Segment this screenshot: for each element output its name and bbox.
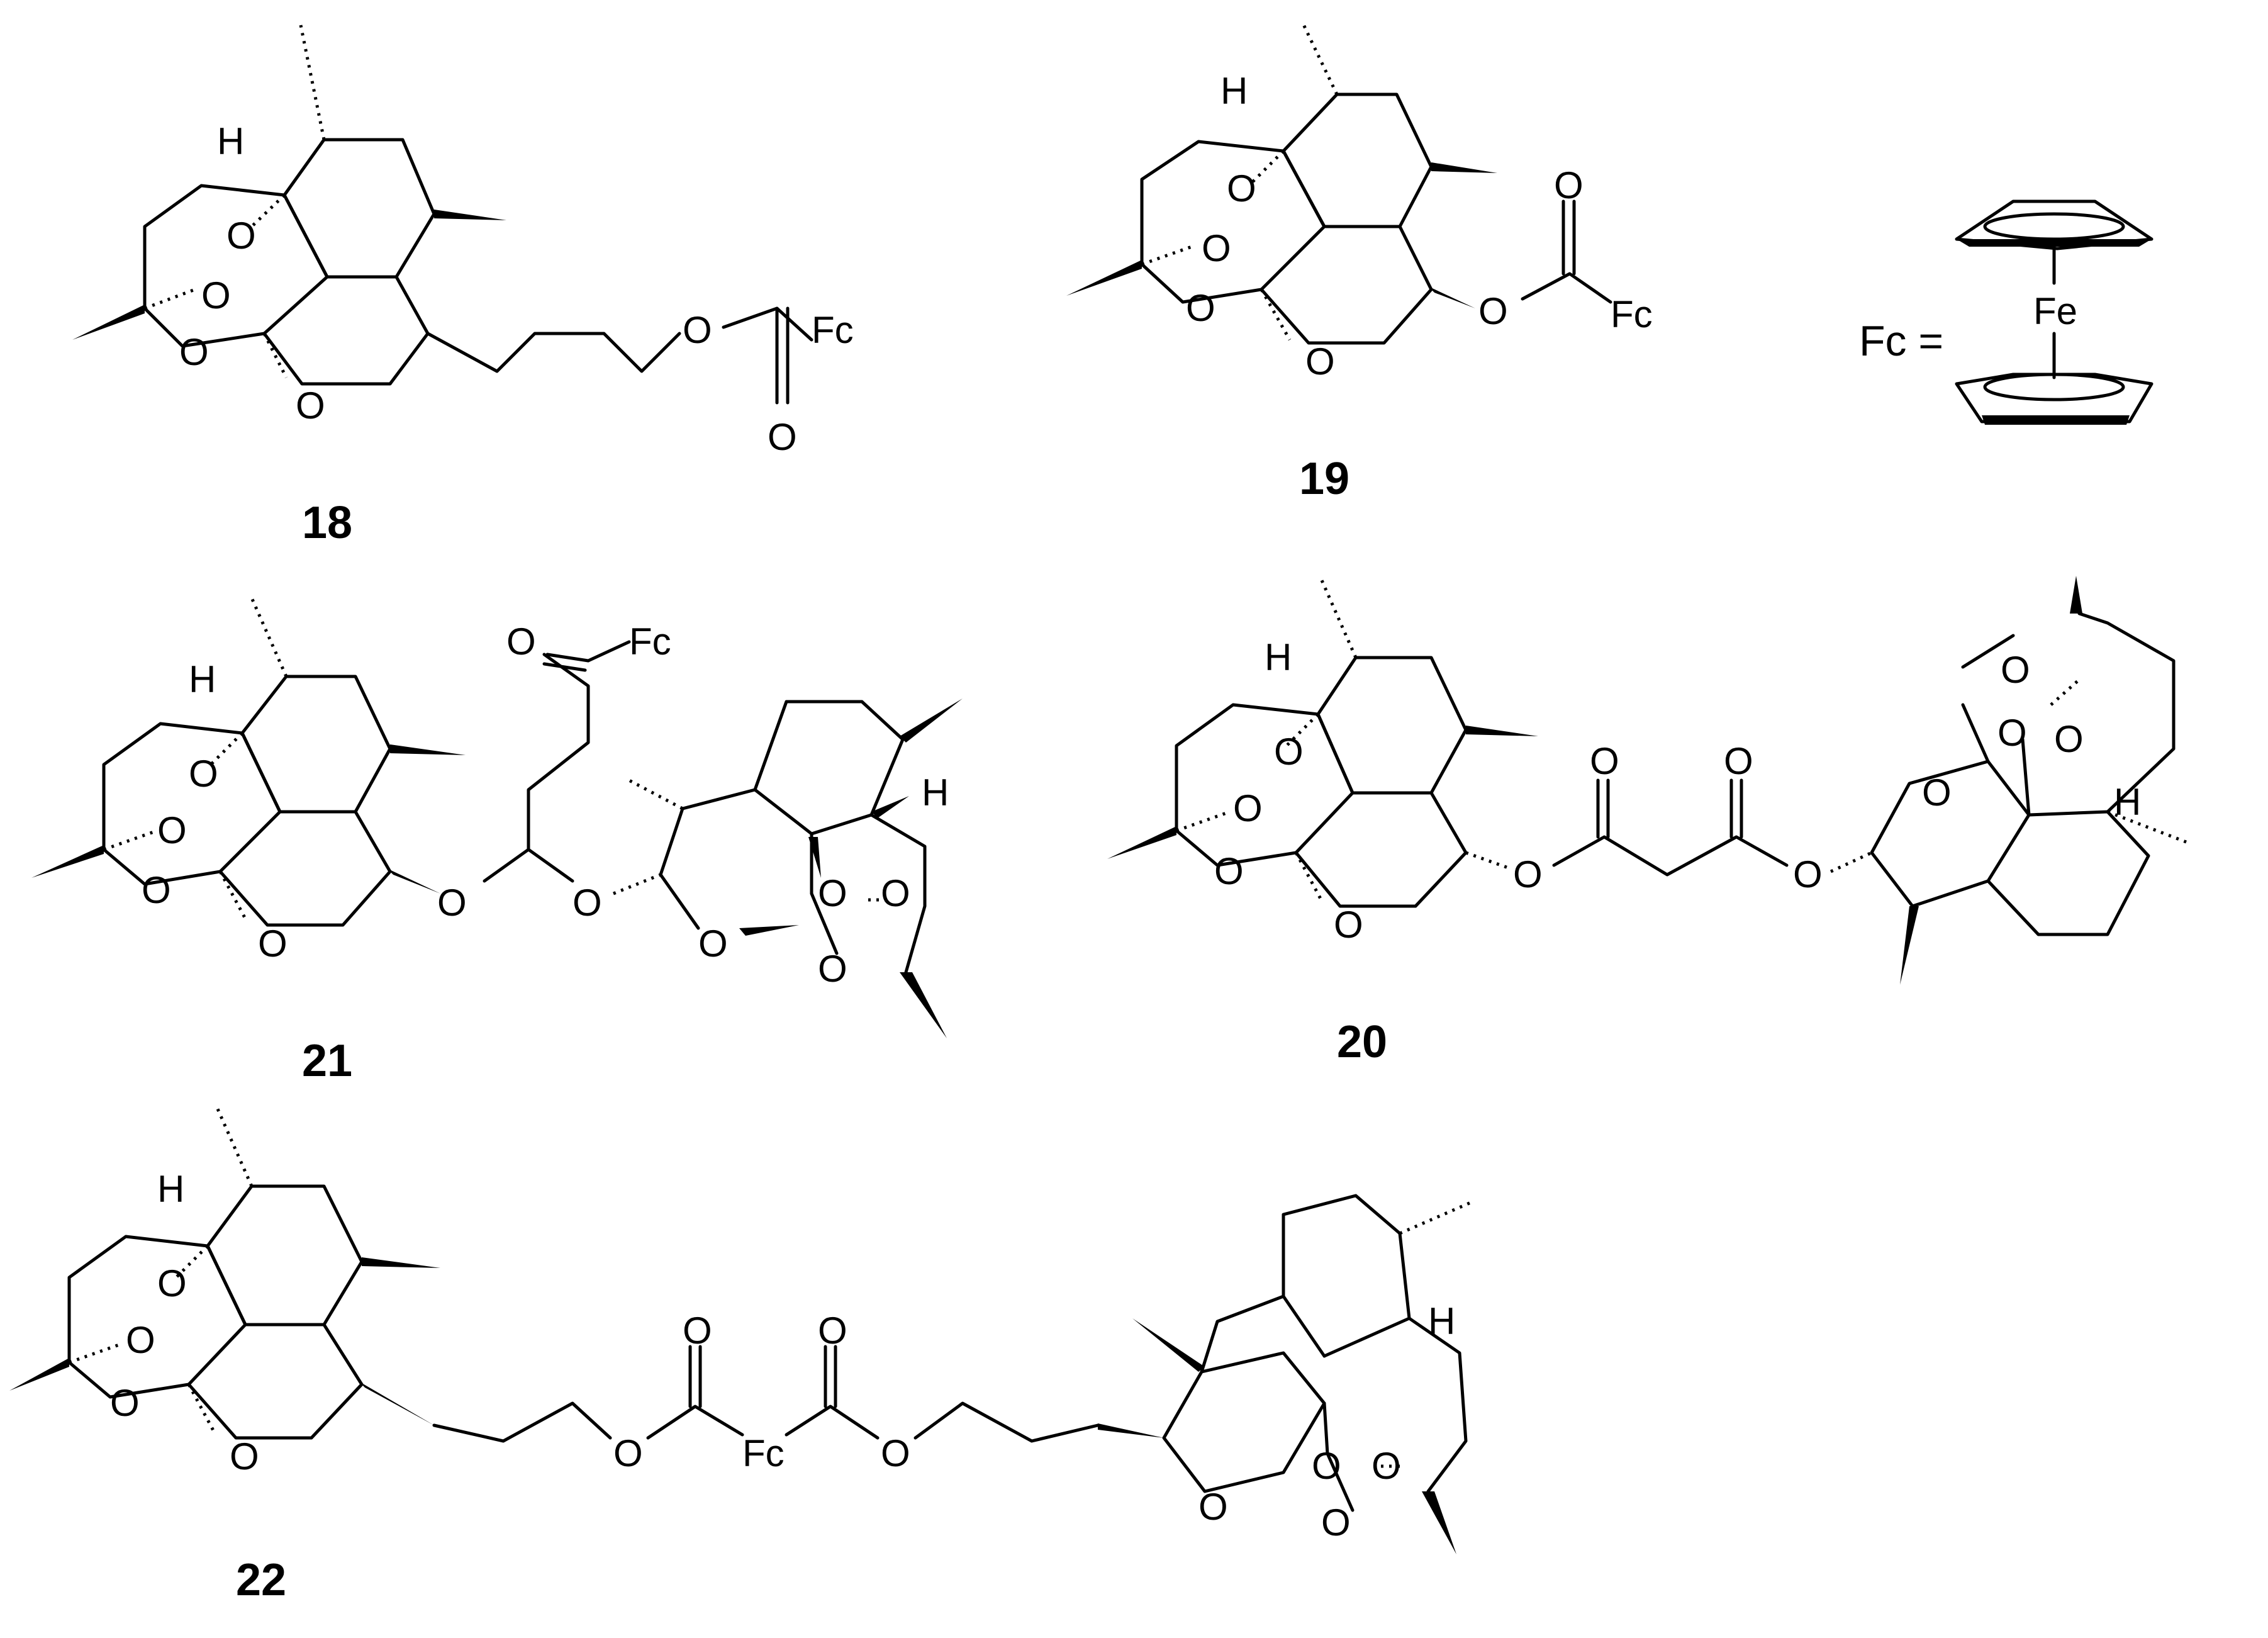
compound-22: H H Fc O O O O O O O O O O O O 22 xyxy=(9,1106,1473,1605)
compound-label: 21 xyxy=(302,1036,352,1086)
atom-o: O xyxy=(296,384,325,427)
atom-o: O xyxy=(818,872,847,914)
atom-o: O xyxy=(683,309,712,351)
atom-o: O xyxy=(683,1310,712,1352)
compound-21: Fc O H H O O O O O O O O O O 21 xyxy=(31,597,963,1086)
atom-o: O xyxy=(1198,1486,1228,1528)
atom-o: O xyxy=(1590,740,1619,782)
atom-h: H xyxy=(1265,636,1292,678)
atom-o: O xyxy=(1724,740,1753,782)
atom-o: O xyxy=(1233,787,1263,829)
compound-label: 18 xyxy=(302,498,352,548)
atom-o: O xyxy=(1371,1445,1401,1487)
compound-label: 20 xyxy=(1337,1017,1387,1067)
atom-o: O xyxy=(179,331,209,373)
atom-h: H xyxy=(1221,70,1248,112)
atom-o: O xyxy=(157,809,187,851)
atom-o: O xyxy=(1305,340,1335,383)
atom-o: O xyxy=(573,882,602,924)
ferrocene-definition: Fc = Fe xyxy=(1859,199,2153,425)
atom-h: H xyxy=(217,120,244,162)
atom-o: O xyxy=(613,1432,643,1474)
atom-o: O xyxy=(142,869,171,911)
atom-o: O xyxy=(2001,649,2030,691)
atom-o: O xyxy=(1554,164,1584,206)
atom-o: O xyxy=(818,1310,847,1352)
atom-o: O xyxy=(157,1262,187,1304)
compound-label: 22 xyxy=(236,1555,286,1605)
atom-fc: Fc xyxy=(742,1432,785,1474)
atom-o: O xyxy=(881,1432,910,1474)
atom-o: O xyxy=(1793,853,1823,895)
atom-h: H xyxy=(2114,781,2141,823)
atom-o: O xyxy=(1312,1445,1341,1487)
atom-o: O xyxy=(1478,290,1508,332)
atom-o: O xyxy=(818,948,847,990)
atom-o: O xyxy=(1227,167,1256,210)
atom-o: O xyxy=(1202,227,1231,269)
atom-o: O xyxy=(1186,287,1215,329)
atom-o: O xyxy=(768,416,797,458)
atom-o: O xyxy=(1321,1501,1351,1544)
atom-fc: Fc xyxy=(1611,293,1653,335)
atom-o: O xyxy=(881,872,910,914)
atom-h: H xyxy=(922,771,949,814)
atom-fc: Fc xyxy=(629,620,671,663)
atom-h: H xyxy=(189,658,216,700)
atom-o: O xyxy=(226,215,256,257)
compound-18: H O O O O O O Fc 18 xyxy=(72,25,854,548)
atom-o: O xyxy=(1922,771,1952,814)
compound-label: 19 xyxy=(1299,454,1349,504)
atom-o: O xyxy=(698,923,728,965)
compound-20: H H O O O O O O O O O O O O 20 xyxy=(1107,576,2190,1067)
atom-o: O xyxy=(1334,904,1363,946)
atom-o: O xyxy=(1513,853,1543,895)
atom-fc: Fc xyxy=(812,309,854,351)
atom-o: O xyxy=(2054,718,2084,760)
atom-h: H xyxy=(1428,1300,1455,1342)
atom-o: O xyxy=(1997,712,2027,754)
atom-fe: Fe xyxy=(2033,290,2077,332)
atom-o: O xyxy=(437,882,467,924)
atom-o: O xyxy=(1274,731,1304,773)
atom-o: O xyxy=(189,753,218,795)
atom-o: O xyxy=(230,1435,259,1478)
atom-o: O xyxy=(506,620,536,663)
atom-o: O xyxy=(110,1382,140,1424)
atom-h: H xyxy=(157,1168,184,1210)
atom-o: O xyxy=(258,923,288,965)
fc-equals-label: Fc = xyxy=(1859,317,1943,365)
compound-19: H O O O O O O Fc 19 xyxy=(1066,21,1653,504)
atom-o: O xyxy=(201,274,231,317)
atom-o: O xyxy=(1214,850,1244,892)
atom-o: O xyxy=(126,1319,155,1361)
